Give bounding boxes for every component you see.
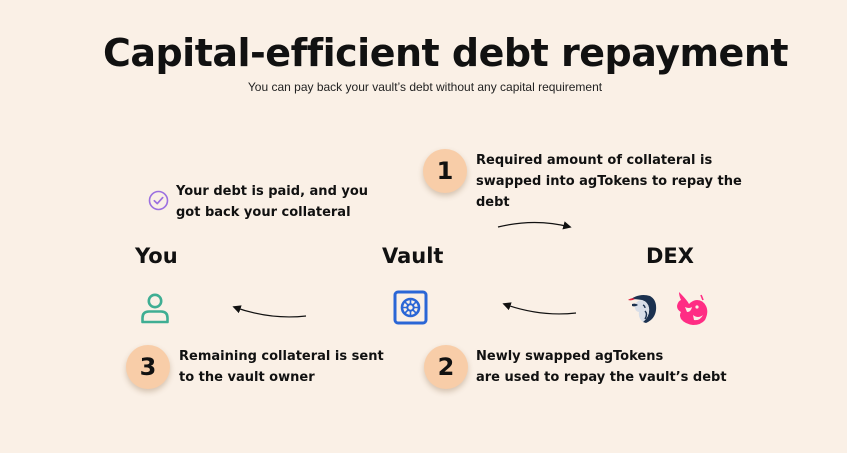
step-1-badge: 1 <box>423 149 467 193</box>
arrow-vault-to-you <box>232 305 307 318</box>
check-circle-icon <box>148 190 169 215</box>
paid-note: Your debt is paid, and you got back your… <box>176 181 466 223</box>
paid-note-line2: got back your collateral <box>176 205 351 220</box>
step-2-text: Newly swapped agTokens are used to repay… <box>476 346 766 388</box>
step-1-line2: swapped into agTokens to repay the debt <box>476 174 742 210</box>
step-3-line1: Remaining collateral is sent <box>179 349 384 364</box>
label-you: You <box>135 244 178 268</box>
paid-note-line1: Your debt is paid, and you <box>176 184 369 199</box>
step-3-text: Remaining collateral is sent to the vaul… <box>179 346 469 388</box>
label-vault: Vault <box>382 244 444 268</box>
page-title: Capital-efficient debt repayment <box>102 31 789 75</box>
step-3-line2: to the vault owner <box>179 370 315 385</box>
step-1-line1: Required amount of collateral is <box>476 153 713 168</box>
arrow-vault-to-dex <box>497 221 572 230</box>
step-2-line1: Newly swapped agTokens <box>476 349 664 364</box>
step-1-text: Required amount of collateral is swapped… <box>476 150 766 213</box>
step-2-badge: 2 <box>424 345 468 389</box>
page-subtitle: You can pay back your vault’s debt witho… <box>247 80 603 94</box>
step-3-badge: 3 <box>126 345 170 389</box>
1inch-logo-icon <box>626 291 660 329</box>
user-icon <box>139 292 171 328</box>
step-2-line2: are used to repay the vault’s debt <box>476 370 727 385</box>
label-dex: DEX <box>646 244 694 268</box>
uniswap-logo-icon <box>673 290 711 330</box>
vault-safe-icon <box>393 290 428 329</box>
arrow-dex-to-vault <box>502 302 577 315</box>
